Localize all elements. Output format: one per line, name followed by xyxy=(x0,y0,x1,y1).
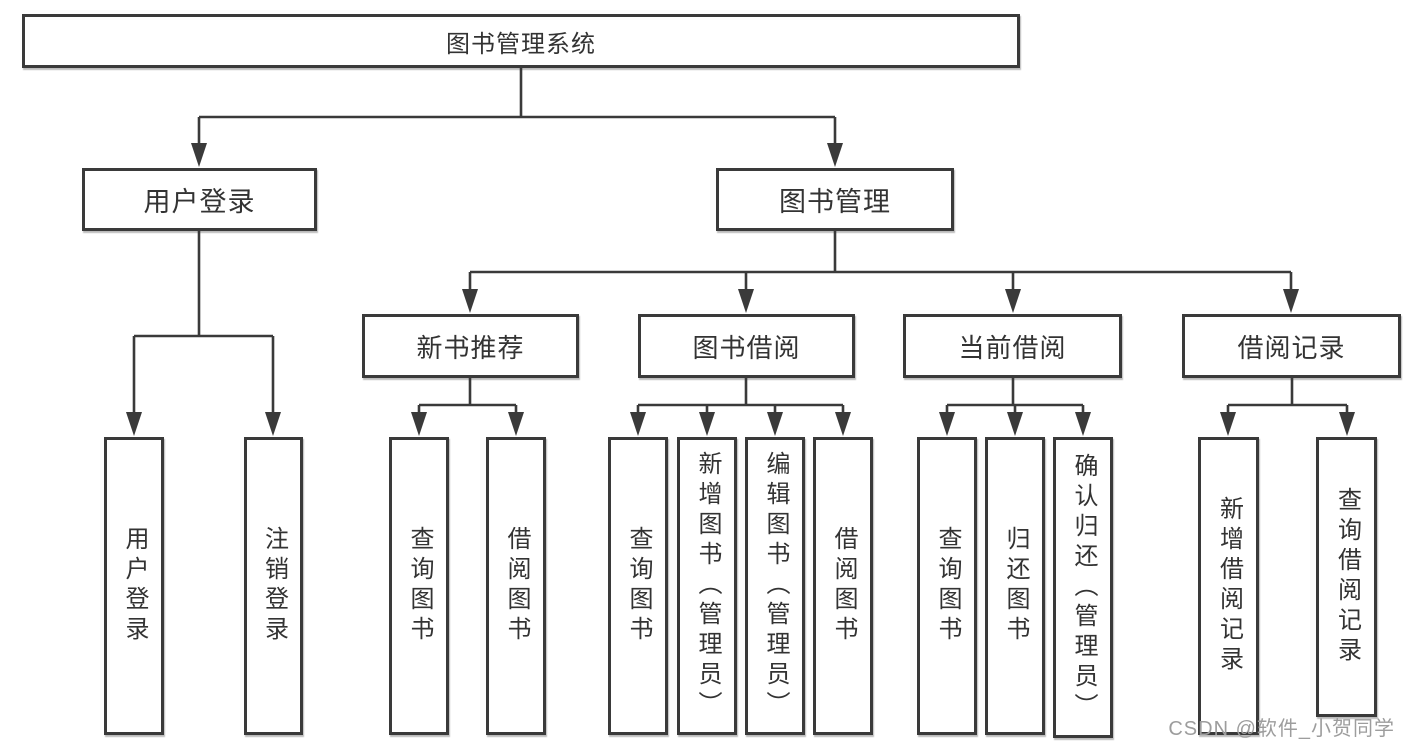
node-leaf-logout: 注销登录 xyxy=(244,437,303,735)
node-leaf-query-book-1-label: 查询图书 xyxy=(406,526,433,646)
node-borrowing-records: 借阅记录 xyxy=(1182,314,1401,378)
node-current-borrowing-label: 当前借阅 xyxy=(958,332,1067,363)
node-root-label: 图书管理系统 xyxy=(446,30,596,58)
node-leaf-borrow-book-1-label: 借阅图书 xyxy=(503,526,530,646)
node-leaf-query-borrow-record: 查询借阅记录 xyxy=(1316,437,1377,717)
connector-bookmgmt-to-level3 xyxy=(468,231,1293,295)
node-leaf-query-book-2: 查询图书 xyxy=(608,437,668,735)
arrow-down-icon xyxy=(1220,412,1355,436)
node-leaf-return-book: 归还图书 xyxy=(985,437,1045,735)
node-leaf-query-borrow-record-label: 查询借阅记录 xyxy=(1333,487,1361,667)
node-leaf-edit-book-admin: 编辑图书（管理员） xyxy=(745,437,805,735)
node-leaf-return-book-label: 归还图书 xyxy=(1002,526,1029,646)
node-leaf-confirm-return-admin: 确认归还（管理员） xyxy=(1053,437,1113,738)
arrow-down-icon xyxy=(191,143,843,167)
connector-root-to-level2 xyxy=(197,68,837,148)
node-leaf-add-book-admin-label: 新增图书（管理员） xyxy=(694,451,721,721)
node-root: 图书管理系统 xyxy=(22,14,1020,68)
node-user-login-label: 用户登录 xyxy=(143,187,256,217)
node-current-borrowing: 当前借阅 xyxy=(903,314,1122,378)
node-borrowing-records-label: 借阅记录 xyxy=(1237,332,1346,363)
arrow-down-icon xyxy=(630,412,851,436)
node-book-borrowing-label: 图书借阅 xyxy=(692,332,801,363)
arrow-down-icon xyxy=(939,412,1091,436)
arrow-down-icon xyxy=(126,412,281,436)
node-leaf-add-borrow-record: 新增借阅记录 xyxy=(1198,437,1259,735)
node-leaf-edit-book-admin-label: 编辑图书（管理员） xyxy=(762,451,789,721)
connector-bookborrow-to-leaves xyxy=(636,378,845,418)
node-user-login: 用户登录 xyxy=(82,168,317,231)
connector-borrowrecord-to-leaves xyxy=(1226,378,1349,418)
connector-newbook-to-leaves xyxy=(417,378,518,418)
connector-currentborrow-to-leaves xyxy=(945,378,1085,418)
node-book-borrowing: 图书借阅 xyxy=(638,314,855,378)
node-leaf-query-book-1: 查询图书 xyxy=(389,437,449,735)
node-leaf-logout-label: 注销登录 xyxy=(260,526,288,646)
node-leaf-add-book-admin: 新增图书（管理员） xyxy=(677,437,737,735)
arrow-down-icon xyxy=(462,289,1299,313)
node-new-book-recommend-label: 新书推荐 xyxy=(416,332,525,363)
connector-userlogin-to-leaves xyxy=(132,231,275,418)
node-leaf-add-borrow-record-label: 新增借阅记录 xyxy=(1215,496,1243,676)
node-leaf-borrow-book-2: 借阅图书 xyxy=(813,437,873,735)
node-leaf-user-login: 用户登录 xyxy=(104,437,164,735)
node-leaf-query-book-3-label: 查询图书 xyxy=(934,526,961,646)
node-book-management: 图书管理 xyxy=(716,168,954,231)
node-leaf-confirm-return-admin-label: 确认归还（管理员） xyxy=(1070,452,1097,723)
node-leaf-query-book-2-label: 查询图书 xyxy=(625,526,652,646)
node-leaf-borrow-book-2-label: 借阅图书 xyxy=(830,526,857,646)
arrow-down-icon xyxy=(411,412,524,436)
node-leaf-query-book-3: 查询图书 xyxy=(917,437,977,735)
watermark: CSDN @软件_小贺同学 xyxy=(1168,718,1395,740)
node-new-book-recommend: 新书推荐 xyxy=(362,314,579,378)
node-book-management-label: 图书管理 xyxy=(779,187,891,217)
node-leaf-user-login-label: 用户登录 xyxy=(121,526,148,646)
node-leaf-borrow-book-1: 借阅图书 xyxy=(486,437,546,735)
